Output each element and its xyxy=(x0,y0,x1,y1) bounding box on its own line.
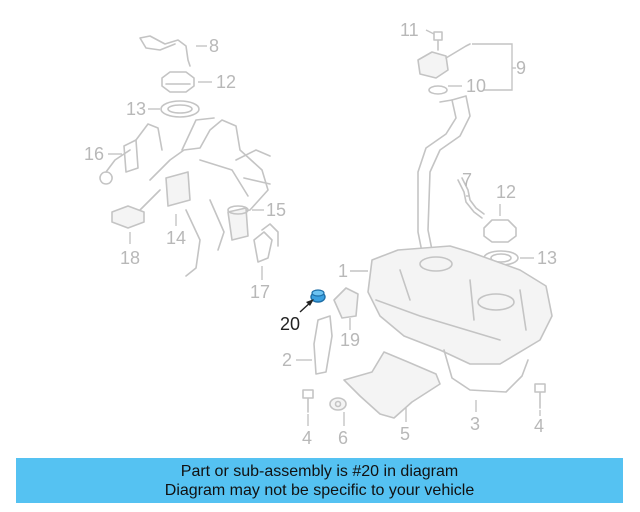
part-13-seal-left xyxy=(160,100,200,118)
callout-12-left: 12 xyxy=(216,72,236,92)
part-10-gasket xyxy=(428,85,448,95)
part-7-breather-hose xyxy=(457,177,485,219)
info-banner: Part or sub-assembly is #20 in diagram D… xyxy=(16,458,623,503)
callout-6: 6 xyxy=(338,428,348,448)
callout-4-left: 4 xyxy=(302,428,312,448)
part-6-nut xyxy=(329,397,347,411)
part-17-connector xyxy=(253,223,279,263)
part-2-strap xyxy=(313,315,333,375)
parts-diagram: 8 12 13 16 14 15 18 17 11 9 10 7 12 13 1… xyxy=(84,20,557,448)
part-15-filter xyxy=(227,205,249,241)
part-18-bracket xyxy=(111,205,145,229)
callout-3: 3 xyxy=(470,414,480,434)
callout-19: 19 xyxy=(340,330,360,350)
callout-4-right: 4 xyxy=(534,416,544,436)
part-11-bolt xyxy=(433,31,443,51)
part-14-pump-assembly xyxy=(139,117,271,277)
callout-2: 2 xyxy=(282,350,292,370)
callout-13-right: 13 xyxy=(537,248,557,268)
part-20-highlighted-cap xyxy=(310,289,326,303)
callout-7: 7 xyxy=(462,170,472,190)
callout-11: 11 xyxy=(400,20,419,40)
banner-line-part: Part or sub-assembly is #20 in diagram xyxy=(180,462,459,480)
callout-13-left: 13 xyxy=(126,99,146,119)
part-12-lock-ring-right xyxy=(483,219,517,243)
part-4-bolt-right xyxy=(534,383,546,409)
callout-14: 14 xyxy=(166,228,186,248)
banner-line-disclaimer: Diagram may not be specific to your vehi… xyxy=(164,481,475,499)
part-12-lock-ring-left xyxy=(161,71,195,93)
part-8-harness xyxy=(139,35,191,67)
callout-1: 1 xyxy=(338,261,348,281)
callout-18: 18 xyxy=(120,248,140,268)
callout-9: 9 xyxy=(516,58,526,78)
callout-17: 17 xyxy=(250,282,270,302)
part-4-bolt-left xyxy=(302,389,314,413)
part-19-insulator xyxy=(333,287,359,319)
callout-12-right: 12 xyxy=(496,182,516,202)
leader-lines xyxy=(108,29,541,426)
callout-10: 10 xyxy=(466,76,486,96)
part-16-sender xyxy=(99,123,163,185)
callout-16: 16 xyxy=(84,144,104,164)
part-filler-pipe xyxy=(417,95,471,253)
part-3-strap xyxy=(443,349,529,393)
callout-8: 8 xyxy=(209,36,219,56)
callout-15: 15 xyxy=(266,200,286,220)
callout-20-highlighted: 20 xyxy=(280,314,300,334)
callout-5: 5 xyxy=(400,424,410,444)
part-5-heat-shield xyxy=(343,351,441,419)
part-1-fuel-tank xyxy=(367,245,553,365)
part-9-filler-cap xyxy=(417,43,471,79)
